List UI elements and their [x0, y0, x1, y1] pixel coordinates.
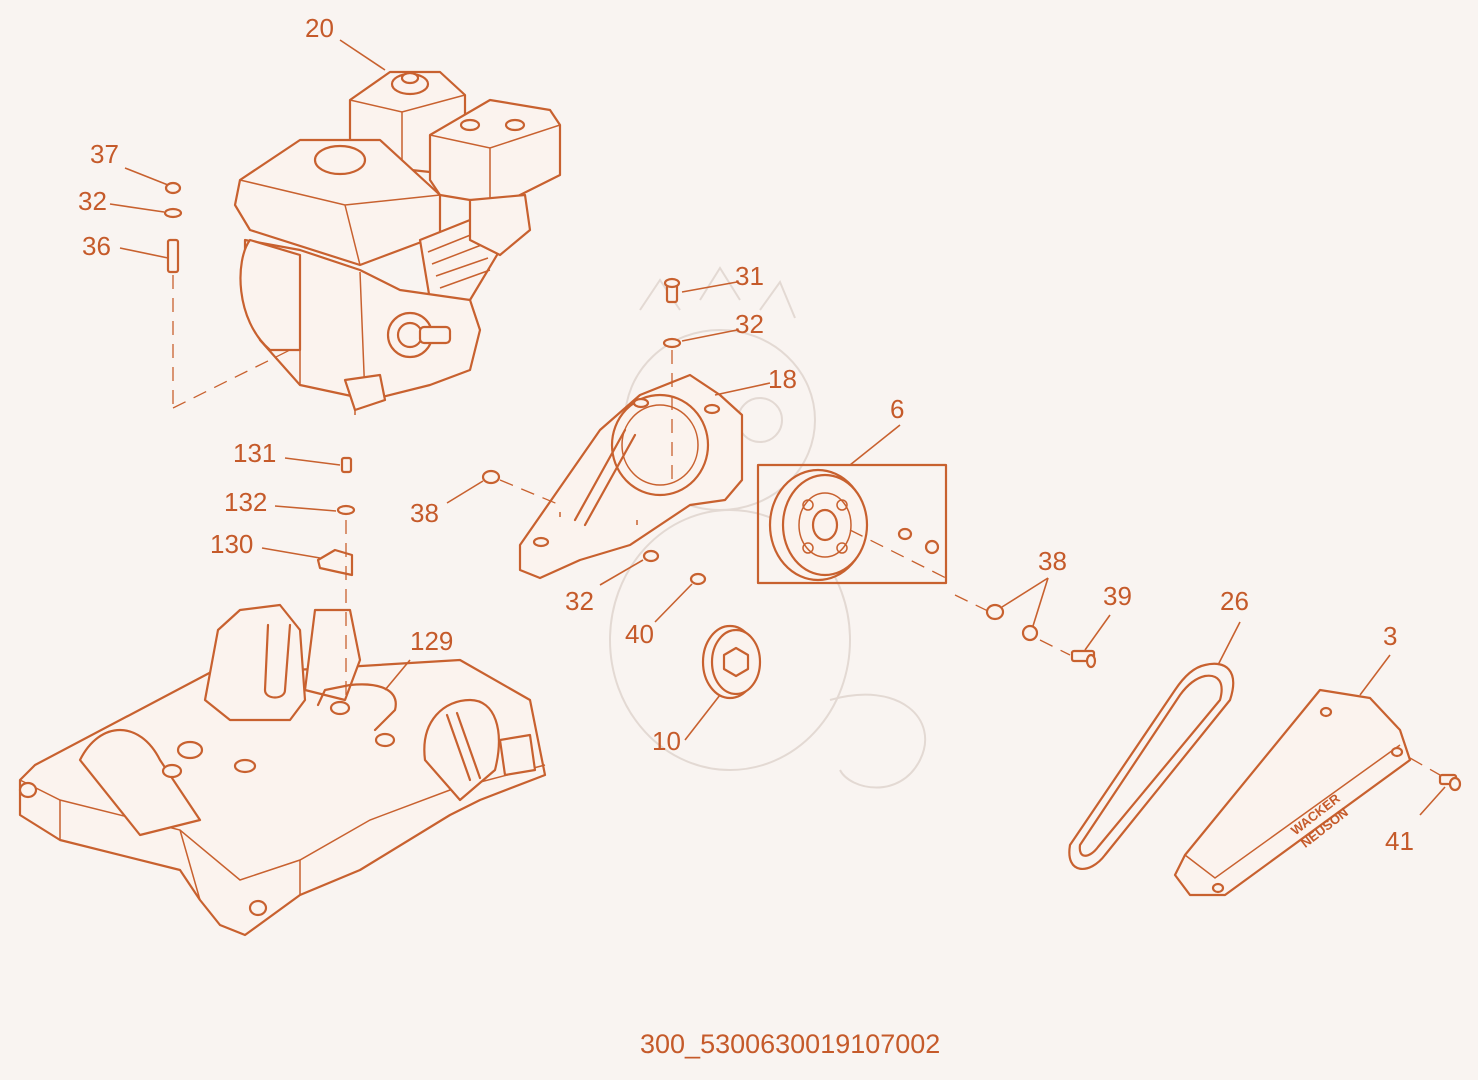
callout-3: 3 — [1383, 621, 1397, 651]
callout-20: 20 — [305, 13, 334, 43]
belt-guard-bracket-18 — [481, 277, 744, 586]
callout-18: 18 — [768, 364, 797, 394]
base-plate-part-129 — [18, 456, 547, 937]
callout-labels: 20 37 32 36 31 32 18 6 131 132 130 38 32… — [78, 13, 1414, 856]
belt-guard-part-3: WACKER NEUSON — [1173, 688, 1462, 897]
engine-part-20 — [233, 70, 562, 415]
pulley-part-10 — [701, 624, 762, 700]
callout-132: 132 — [224, 487, 267, 517]
clutch-assembly-6 — [756, 463, 991, 613]
v-belt-part-26 — [1068, 662, 1235, 871]
callout-31: 31 — [735, 261, 764, 291]
callout-32-bracket: 32 — [735, 309, 764, 339]
watermark-mascot — [609, 266, 926, 789]
callout-10: 10 — [652, 726, 681, 756]
callout-129: 129 — [410, 626, 453, 656]
drawing-id: 300_5300630019107002 — [640, 1029, 940, 1059]
callout-6: 6 — [890, 394, 904, 424]
callout-26: 26 — [1220, 586, 1249, 616]
callout-32-lower: 32 — [565, 586, 594, 616]
callout-36: 36 — [82, 231, 111, 261]
callout-38-right: 38 — [1038, 546, 1067, 576]
callout-40: 40 — [625, 619, 654, 649]
callout-131: 131 — [233, 438, 276, 468]
callout-37: 37 — [90, 139, 119, 169]
hardware-37-32-36 — [163, 181, 291, 409]
callout-32-engine: 32 — [78, 186, 107, 216]
callout-38-left: 38 — [410, 498, 439, 528]
callout-leaders — [109, 39, 1446, 816]
hardware-38-39 — [985, 603, 1097, 669]
callout-130: 130 — [210, 529, 253, 559]
callout-39: 39 — [1103, 581, 1132, 611]
callout-41: 41 — [1385, 826, 1414, 856]
